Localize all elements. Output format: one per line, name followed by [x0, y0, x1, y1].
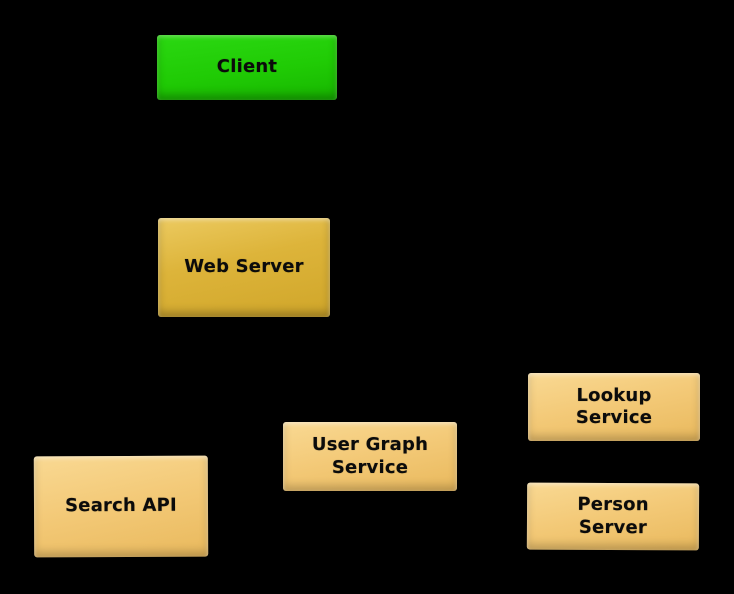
- node-search-api-label: Search API: [65, 495, 177, 517]
- node-web-server-label: Web Server: [184, 256, 304, 278]
- node-web-server: Web Server: [158, 218, 330, 317]
- node-person-server: Person Server: [526, 482, 700, 551]
- node-user-graph-service: User Graph Service: [283, 422, 457, 491]
- node-lookup-service-label: Lookup Service: [575, 384, 653, 429]
- node-search-api: Search API: [33, 455, 209, 558]
- node-client-label: Client: [216, 56, 278, 78]
- node-user-graph-service-label: User Graph Service: [311, 434, 429, 478]
- node-client: Client: [157, 35, 337, 100]
- node-lookup-service: Lookup Service: [528, 373, 700, 441]
- node-person-server-label: Person Server: [577, 493, 649, 538]
